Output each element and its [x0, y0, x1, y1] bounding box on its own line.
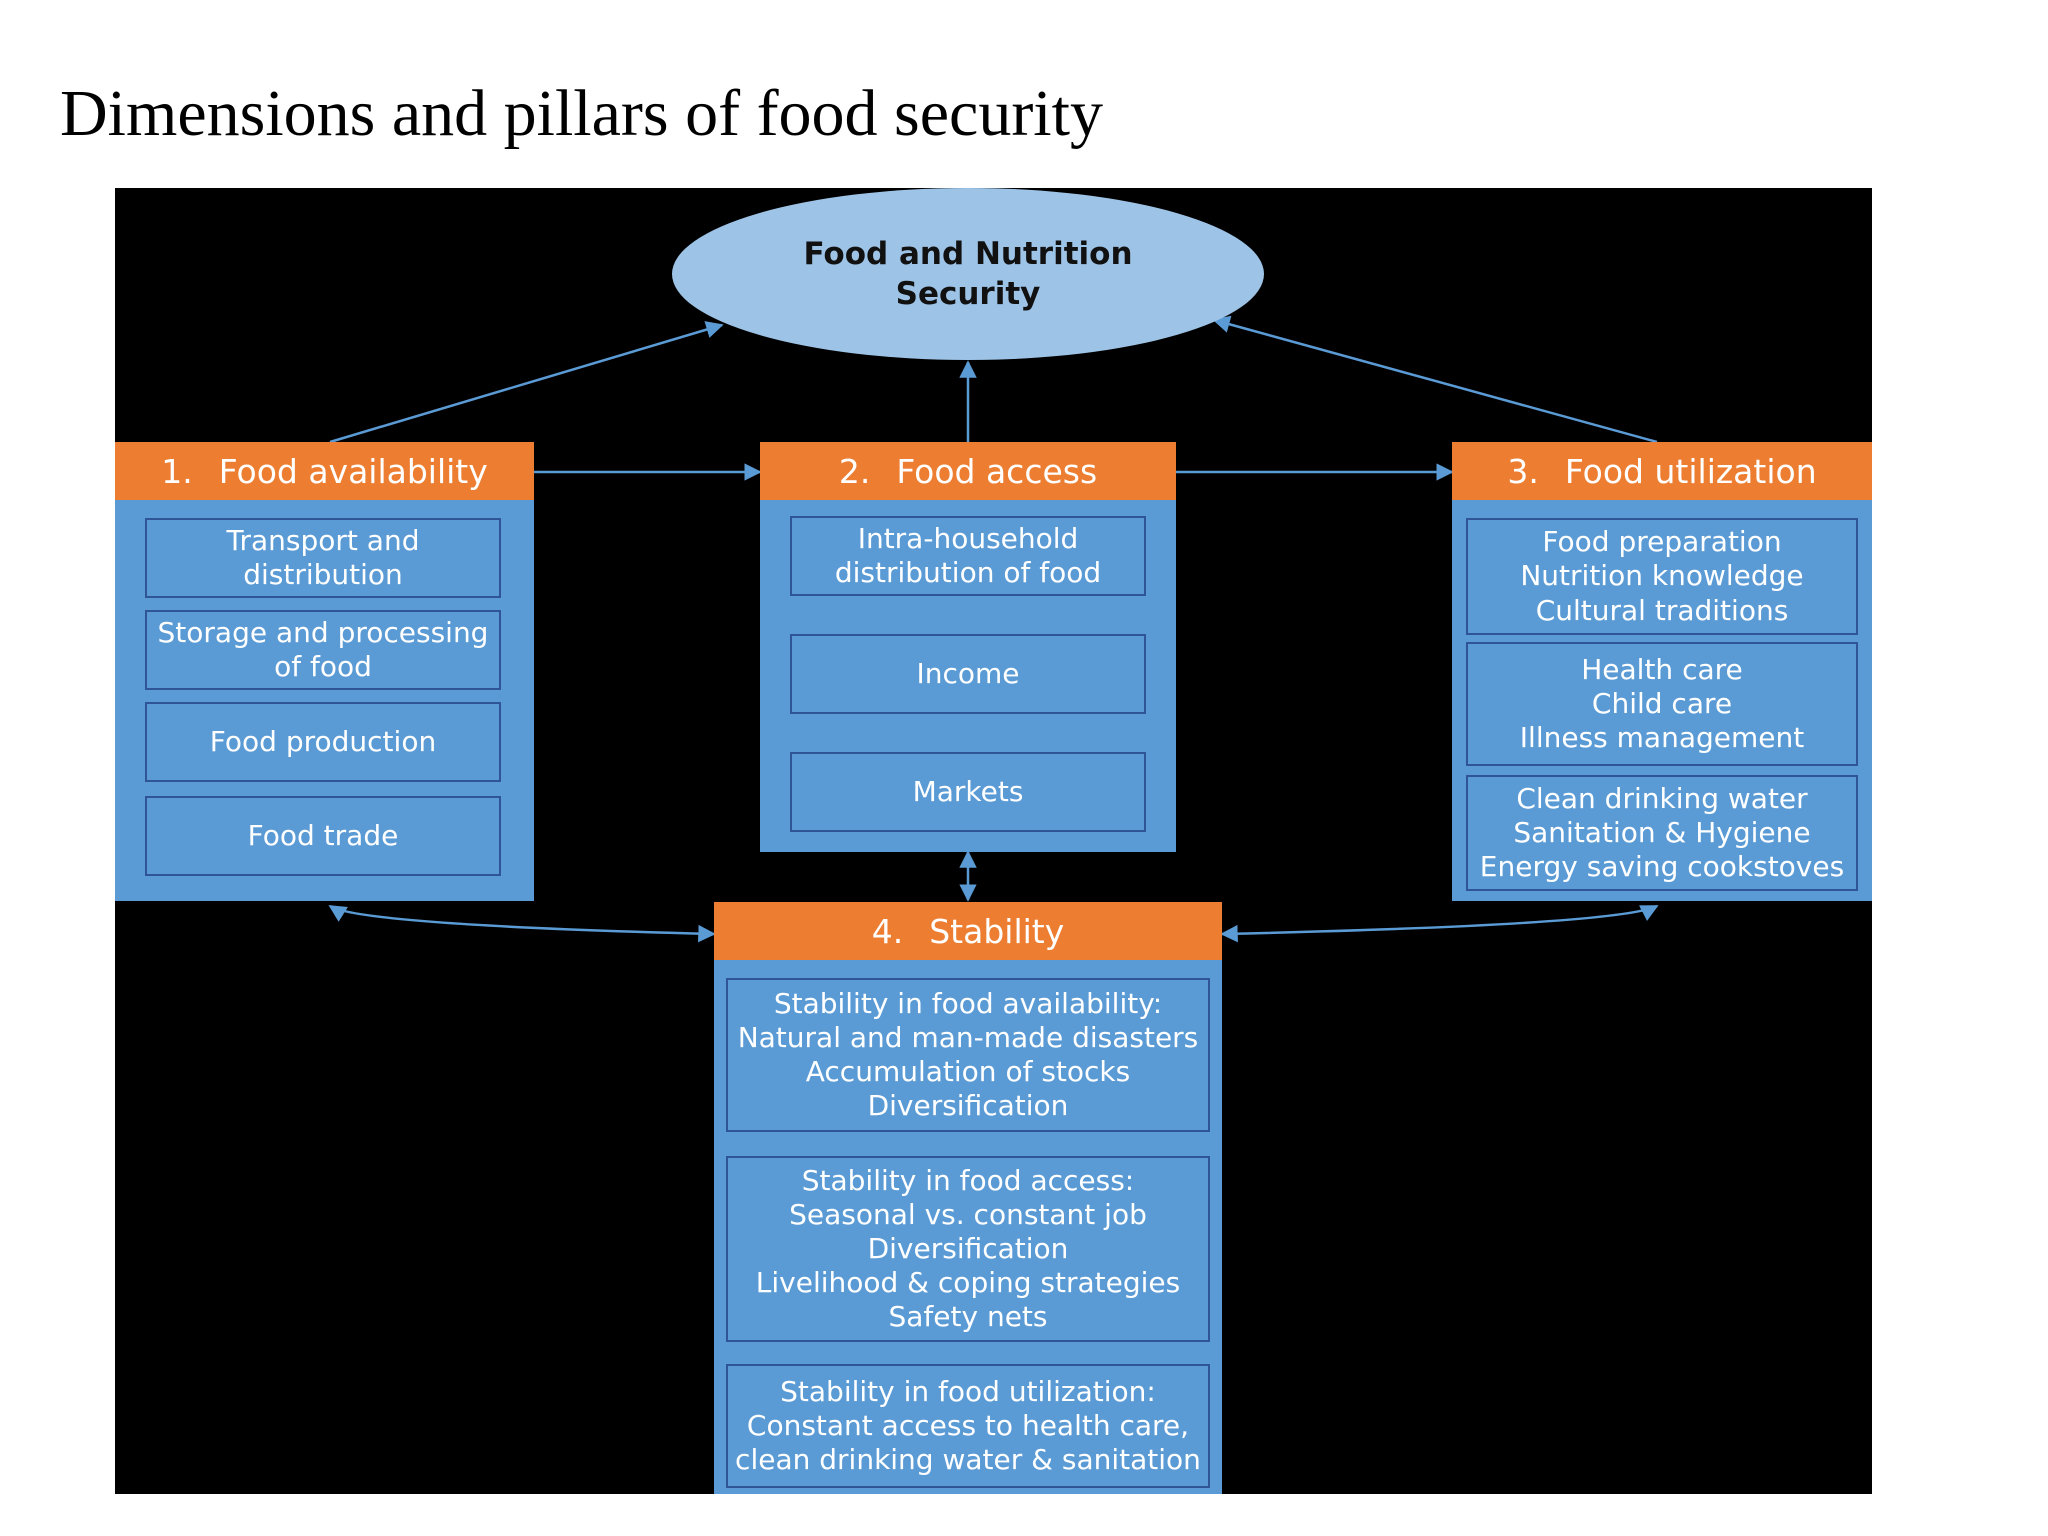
item-box: Stability in food access: Seasonal vs. c… [726, 1156, 1210, 1342]
pillar-number: 1. [161, 451, 193, 491]
item-box: Income [790, 634, 1146, 714]
pillar-name: Stability [929, 911, 1065, 951]
food-nutrition-security-label: Food and Nutrition Security [803, 235, 1133, 312]
pillar-header: 3. Food utilization [1452, 442, 1872, 500]
pillar-food-access: 2. Food access Intra-household distribut… [760, 442, 1176, 852]
item-box: Food production [145, 702, 501, 782]
food-nutrition-security-ellipse: Food and Nutrition Security [672, 188, 1264, 360]
item-box: Food trade [145, 796, 501, 876]
pillar-name: Food availability [218, 451, 488, 491]
pillar-stability: 4. Stability Stability in food availabil… [714, 902, 1222, 1494]
pillar-header: 2. Food access [760, 442, 1176, 500]
item-box: Food preparation Nutrition knowledge Cul… [1466, 518, 1858, 635]
pillar-name: Food access [896, 451, 1098, 491]
item-box: Intra-household distribution of food [790, 516, 1146, 596]
pillar-number: 4. [871, 911, 904, 951]
item-box: Markets [790, 752, 1146, 832]
item-box: Storage and processing of food [145, 610, 501, 690]
pillar-name: Food utilization [1564, 451, 1817, 491]
pillar-header: 4. Stability [714, 902, 1222, 960]
item-box: Health care Child care Illness managemen… [1466, 642, 1858, 766]
pillar-header: 1. Food availability [115, 442, 534, 500]
pillar-number: 2. [838, 451, 871, 491]
item-box: Transport and distribution [145, 518, 501, 598]
item-box: Stability in food availability: Natural … [726, 978, 1210, 1132]
pillar-food-utilization: 3. Food utilization Food preparation Nut… [1452, 442, 1872, 901]
page-title: Dimensions and pillars of food security [60, 77, 1103, 150]
item-box: Clean drinking water Sanitation & Hygien… [1466, 775, 1858, 891]
pillar-number: 3. [1507, 451, 1539, 491]
item-box: Stability in food utilization: Constant … [726, 1364, 1210, 1488]
pillar-food-availability: 1. Food availability Transport and distr… [115, 442, 534, 901]
